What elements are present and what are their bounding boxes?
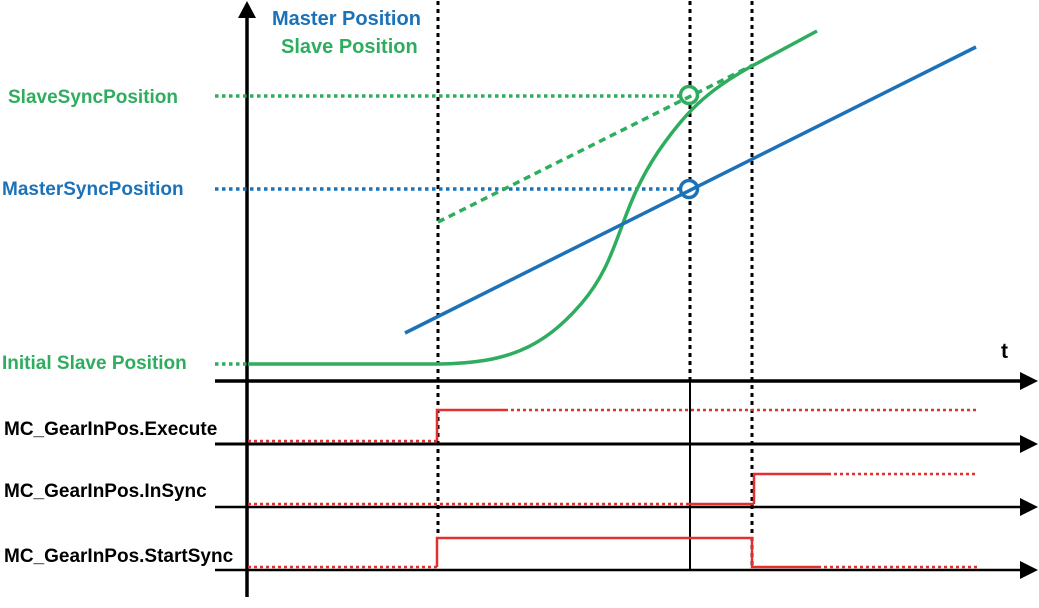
label-master-sync-position: MasterSyncPosition bbox=[2, 179, 184, 200]
master-position-line bbox=[404, 45, 977, 335]
slave-target-dashed-line bbox=[437, 63, 754, 224]
t-axis-arrow bbox=[1020, 372, 1038, 390]
label-slave-sync-position: SlaveSyncPosition bbox=[8, 87, 178, 108]
startsync-high-pulse bbox=[435, 536, 818, 569]
insync-waveform bbox=[248, 472, 977, 506]
startsync-waveform bbox=[248, 536, 977, 569]
label-startsync: MC_GearInPos.StartSync bbox=[4, 546, 234, 567]
execute-rise-and-high-solid bbox=[435, 408, 505, 441]
signal-axes bbox=[215, 435, 1038, 579]
insync-rise-and-high-solid bbox=[752, 472, 828, 504]
legend-master-position: Master Position bbox=[272, 8, 421, 30]
label-initial-slave-position: Initial Slave Position bbox=[2, 353, 187, 374]
label-time-axis: t bbox=[1001, 340, 1008, 363]
position-axes bbox=[215, 1, 1038, 597]
legend-slave-position: Slave Position bbox=[281, 36, 418, 58]
label-insync: MC_GearInPos.InSync bbox=[4, 481, 207, 502]
y-axis-arrow bbox=[238, 1, 256, 18]
execute-waveform bbox=[248, 408, 977, 443]
insync-axis-arrow bbox=[1020, 498, 1038, 516]
slave-position-curve bbox=[248, 29, 818, 366]
execute-axis-arrow bbox=[1020, 435, 1038, 453]
label-execute: MC_GearInPos.Execute bbox=[4, 419, 217, 440]
startsync-axis-arrow bbox=[1020, 561, 1038, 579]
